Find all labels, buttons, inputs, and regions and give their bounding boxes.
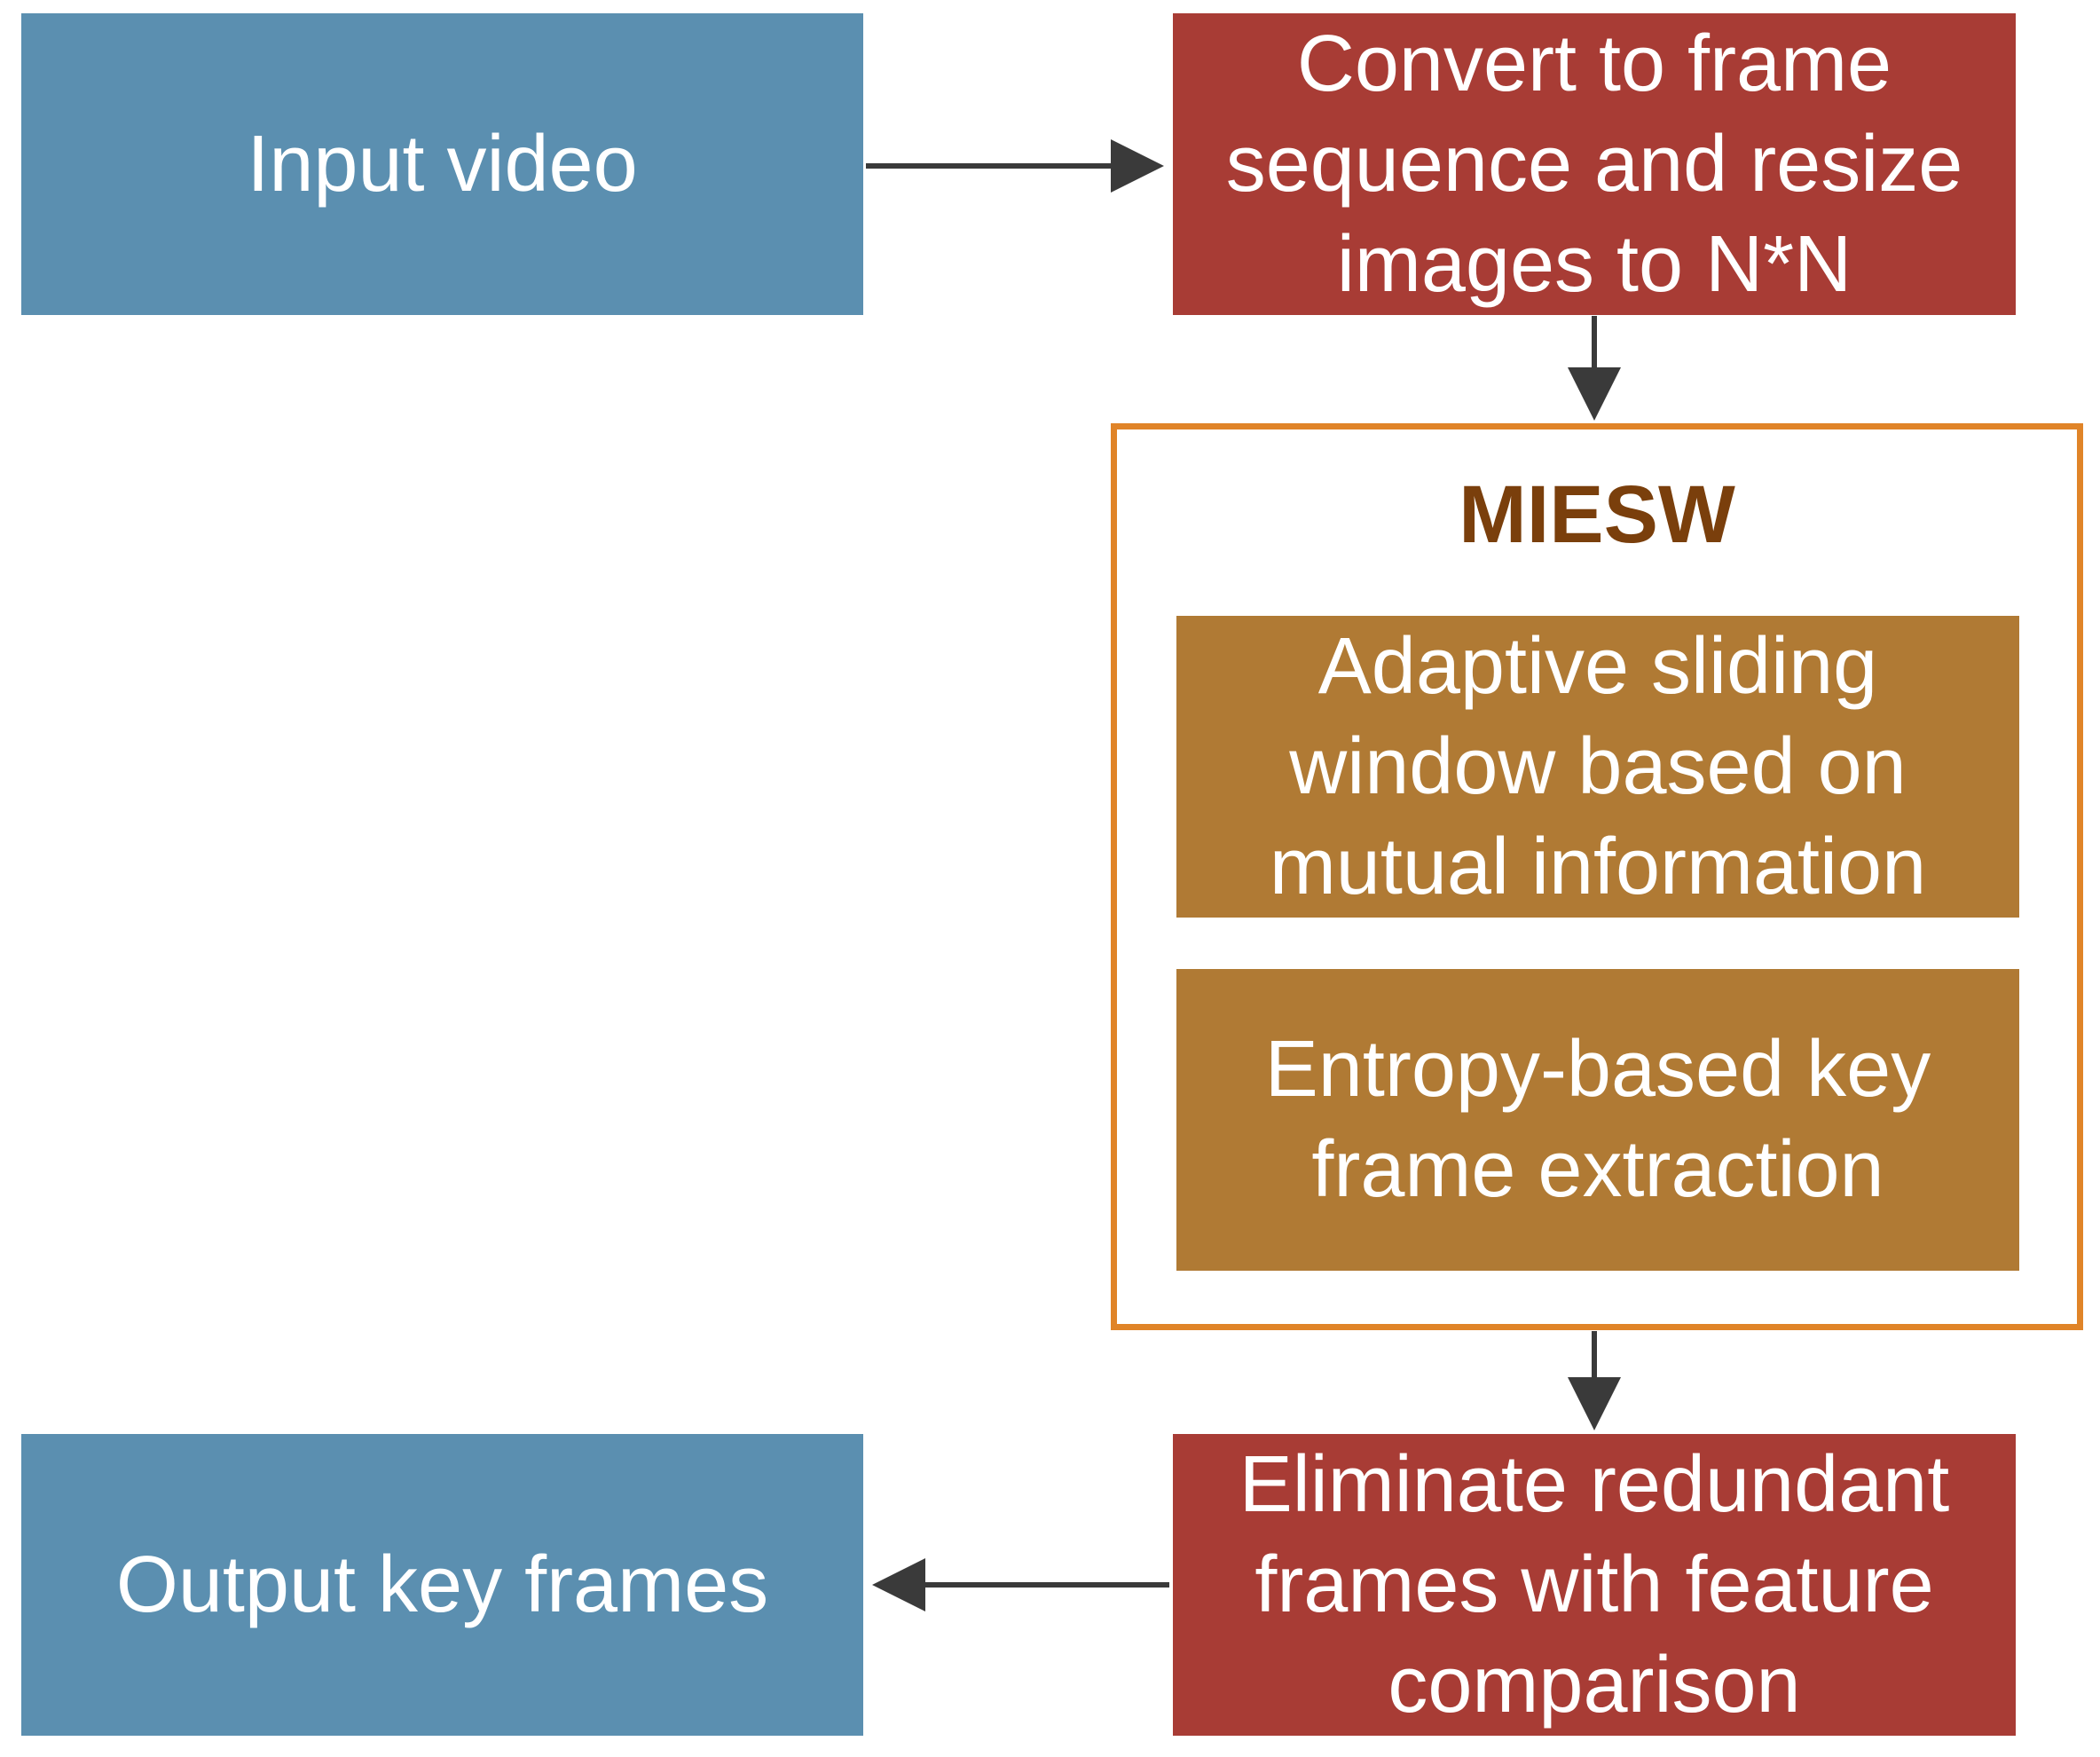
miesw-title: MIESW xyxy=(1459,469,1735,560)
entropy-extraction-node: Entropy-based key frame extraction xyxy=(1176,969,2019,1271)
input-video-label: Input video xyxy=(247,119,638,209)
entropy-extraction-label: Entropy-based key frame extraction xyxy=(1264,1025,1931,1214)
output-key-frames-label: Output key frames xyxy=(115,1540,769,1629)
adaptive-window-label: Adaptive sliding window based on mutual … xyxy=(1269,621,1927,911)
convert-frames-label: Convert to frame sequence and resize ima… xyxy=(1225,19,1963,309)
output-key-frames-node: Output key frames xyxy=(21,1434,863,1736)
eliminate-redundant-node: Eliminate redundant frames with feature … xyxy=(1173,1434,2016,1736)
input-video-node: Input video xyxy=(21,13,863,315)
adaptive-window-node: Adaptive sliding window based on mutual … xyxy=(1176,616,2019,918)
eliminate-redundant-label: Eliminate redundant frames with feature … xyxy=(1239,1439,1950,1729)
convert-frames-node: Convert to frame sequence and resize ima… xyxy=(1173,13,2016,315)
